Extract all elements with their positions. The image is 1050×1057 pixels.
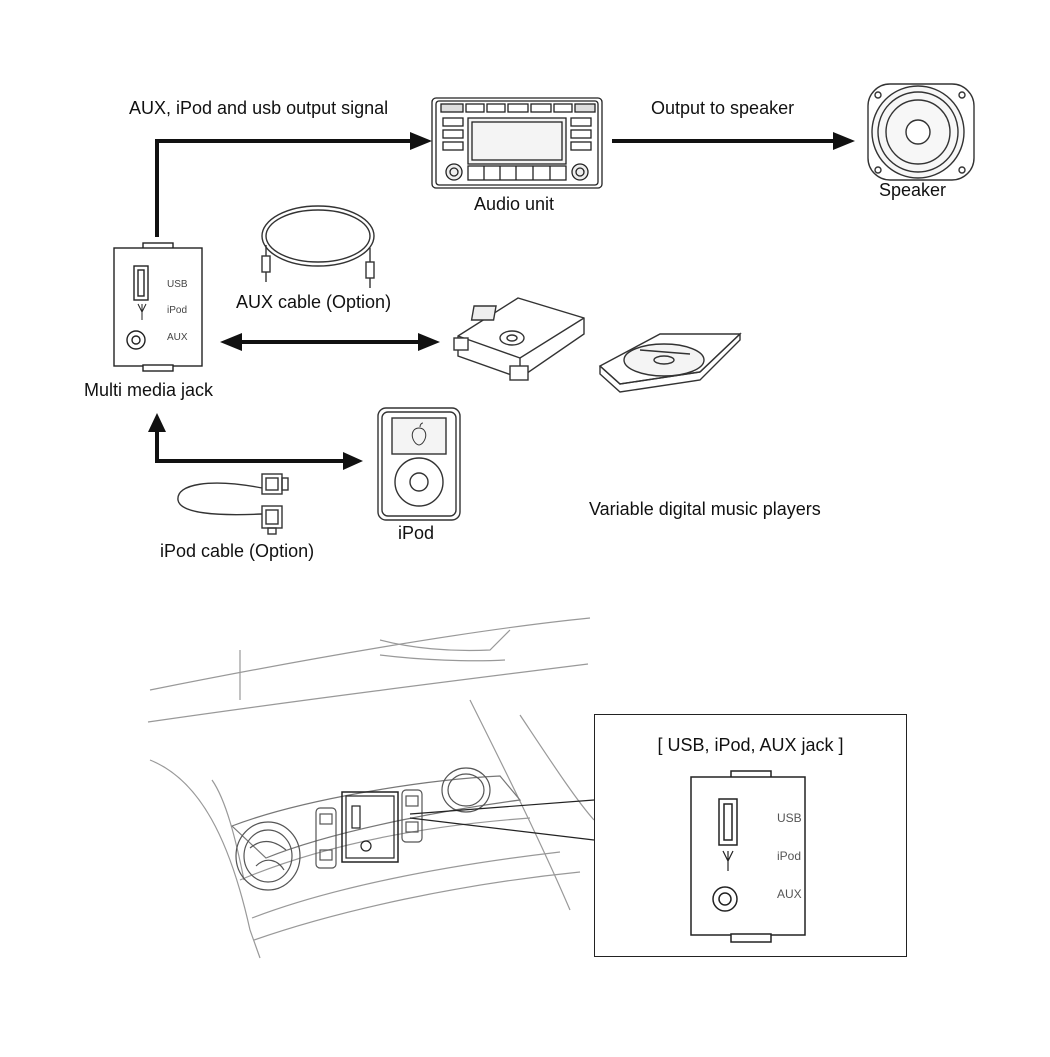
- inset-usb-label: USB: [777, 811, 802, 825]
- digital-music-player-2: [598, 332, 742, 393]
- vehicle-console-sketch: [147, 617, 595, 959]
- variable-players-label: Variable digital music players: [589, 499, 821, 519]
- inset-ipod-label: iPod: [777, 849, 802, 863]
- arrow-jack-aux-bidirectional: [220, 333, 440, 351]
- aux-cable-drawing: [261, 205, 375, 288]
- speaker-device: [867, 83, 975, 181]
- aux-cable-label: AUX cable (Option): [236, 292, 392, 312]
- audio-unit-device: [431, 97, 603, 189]
- ipod-cable-label: iPod cable (Option): [160, 541, 315, 561]
- speaker-label: Speaker: [879, 180, 947, 200]
- jack-detail-inset: [ USB, iPod, AUX jack ] USB iPod AUX: [594, 714, 907, 957]
- inset-jack-drawing: [690, 770, 806, 943]
- multi-media-jack-label: Multi media jack: [84, 380, 214, 400]
- jack-aux-label: AUX: [167, 332, 188, 343]
- aux-ipod-usb-signal-label: AUX, iPod and usb output signal: [129, 98, 389, 118]
- digital-music-player-1: [453, 297, 585, 381]
- inset-aux-label: AUX: [777, 887, 802, 901]
- inset-title: [ USB, iPod, AUX jack ]: [657, 735, 844, 755]
- multi-media-jack-device: [113, 242, 203, 372]
- jack-ipod-label: iPod: [167, 305, 188, 316]
- arrow-jack-to-audio-unit: [155, 132, 432, 237]
- ipod-label: iPod: [398, 523, 435, 543]
- arrow-ipod-link: [148, 413, 363, 470]
- audio-unit-label: Audio unit: [474, 194, 555, 214]
- output-to-speaker-label: Output to speaker: [651, 98, 795, 118]
- ipod-cable-drawing: [177, 473, 289, 535]
- ipod-device: [377, 407, 461, 521]
- jack-usb-label: USB: [167, 279, 188, 290]
- arrow-audio-to-speaker: [612, 132, 855, 150]
